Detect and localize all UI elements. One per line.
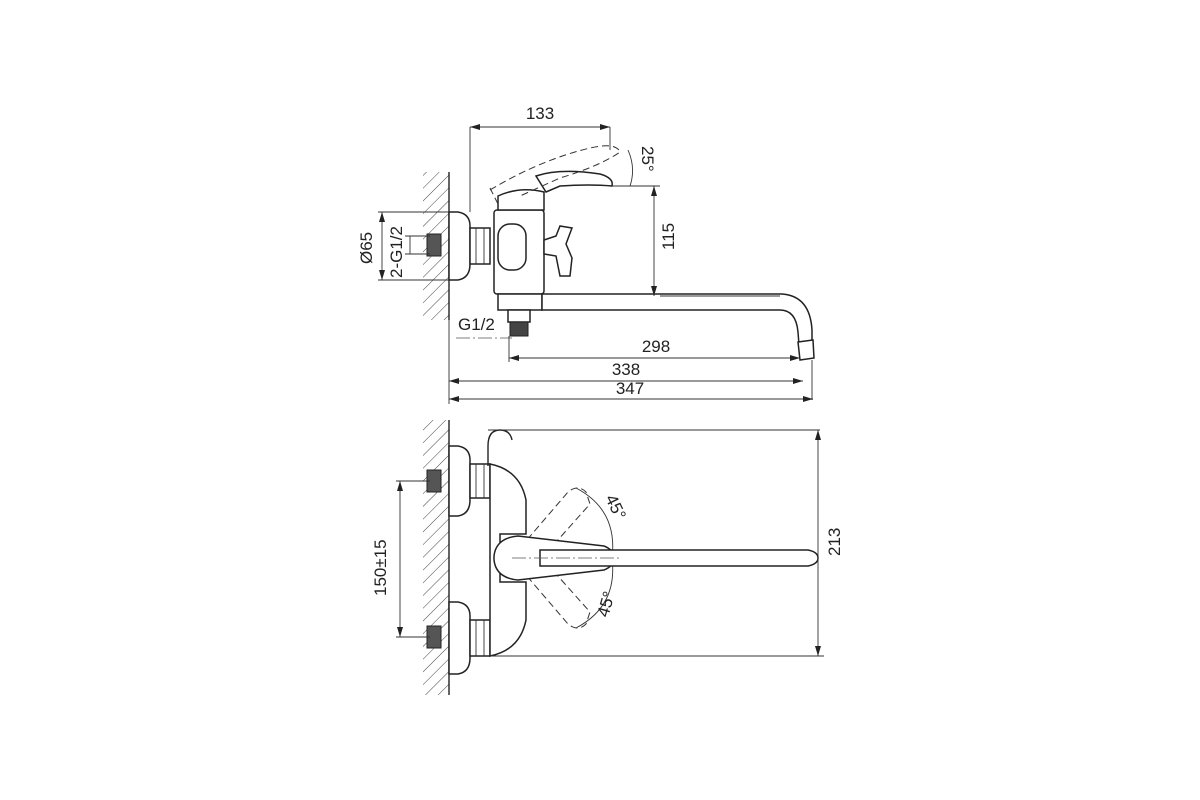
dim-flange-diameter: Ø65 — [357, 232, 376, 264]
dim-depth: 213 — [825, 528, 844, 556]
dim-height: 115 — [659, 223, 678, 250]
top-view: 45° 45° 213 150±15 — [371, 420, 844, 695]
lever-handle — [534, 170, 613, 193]
wall-inlet-fitting — [426, 233, 442, 257]
dim-spout-338: 338 — [612, 360, 640, 379]
lever-left-dashed — [519, 487, 591, 561]
shower-hook — [487, 429, 513, 466]
upper-flange — [448, 445, 471, 517]
shower-outlet — [507, 309, 531, 323]
upper-nut — [469, 463, 491, 499]
side-view: 133 25° 115 Ø65 2-G1/2 G1/2 298 — [357, 104, 815, 404]
lever-raised-dashed — [489, 145, 621, 197]
dim-lever-reach: 133 — [526, 104, 554, 123]
lower-nut — [469, 619, 491, 657]
spout-aerator — [797, 339, 815, 361]
spout-collar — [497, 293, 543, 311]
wall-hatch-top — [423, 420, 449, 695]
dim-inlet-thread: 2-G1/2 — [387, 226, 406, 278]
diverter-knob — [543, 225, 574, 277]
faucet-body-top — [489, 463, 527, 657]
dim-lever-angle-lower: 45° — [594, 589, 619, 619]
cartridge-cap — [497, 189, 545, 211]
lower-flange — [448, 601, 471, 675]
dim-lever-angle: 25° — [638, 146, 657, 172]
dim-total-347: 347 — [616, 379, 644, 398]
dim-outlet-thread: G1/2 — [458, 315, 495, 334]
wall-flange — [448, 211, 471, 281]
eccentric-nut — [469, 227, 491, 265]
dim-inlet-spacing: 150±15 — [371, 539, 390, 596]
dim-spout-298: 298 — [642, 337, 670, 356]
spout-tube — [541, 293, 813, 359]
diverter-window — [497, 223, 527, 271]
dim-lever-angle-upper: 45° — [601, 491, 629, 522]
shower-outlet-thread — [509, 321, 529, 337]
lever-right-dashed — [519, 555, 591, 629]
